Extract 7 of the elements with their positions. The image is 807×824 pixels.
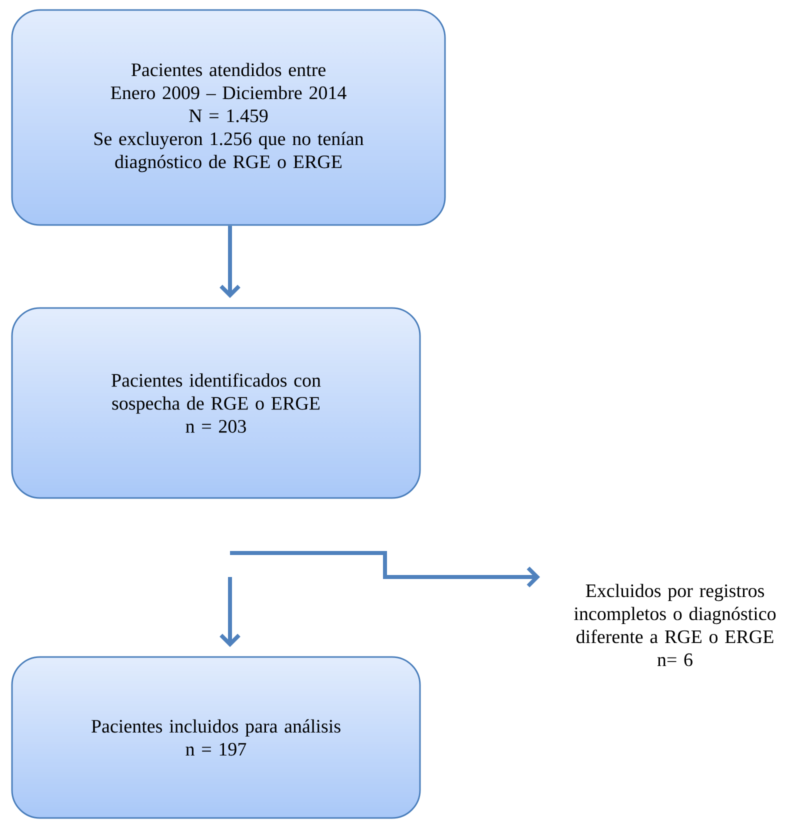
- process-box: Pacientes atendidos entre Enero 2009 – Diciembre 2014 N = 1.459 Se excluyeron 1.256 que no tenían diagnóstico de RGE o ERGE: [11, 9, 446, 226]
- excluded-note: Excluidos por registros incompletos o diagnóstico diferente a RGE o ERGE n= 6: [574, 584, 776, 666]
- arrow: [220, 577, 240, 647]
- process-box: Pacientes incluidos para análisis n = 197: [11, 656, 421, 819]
- arrow: [230, 551, 540, 588]
- arrow: [220, 226, 240, 298]
- process-box: Pacientes identificados con sospecha de RGE o ERGE n = 203: [11, 307, 421, 499]
